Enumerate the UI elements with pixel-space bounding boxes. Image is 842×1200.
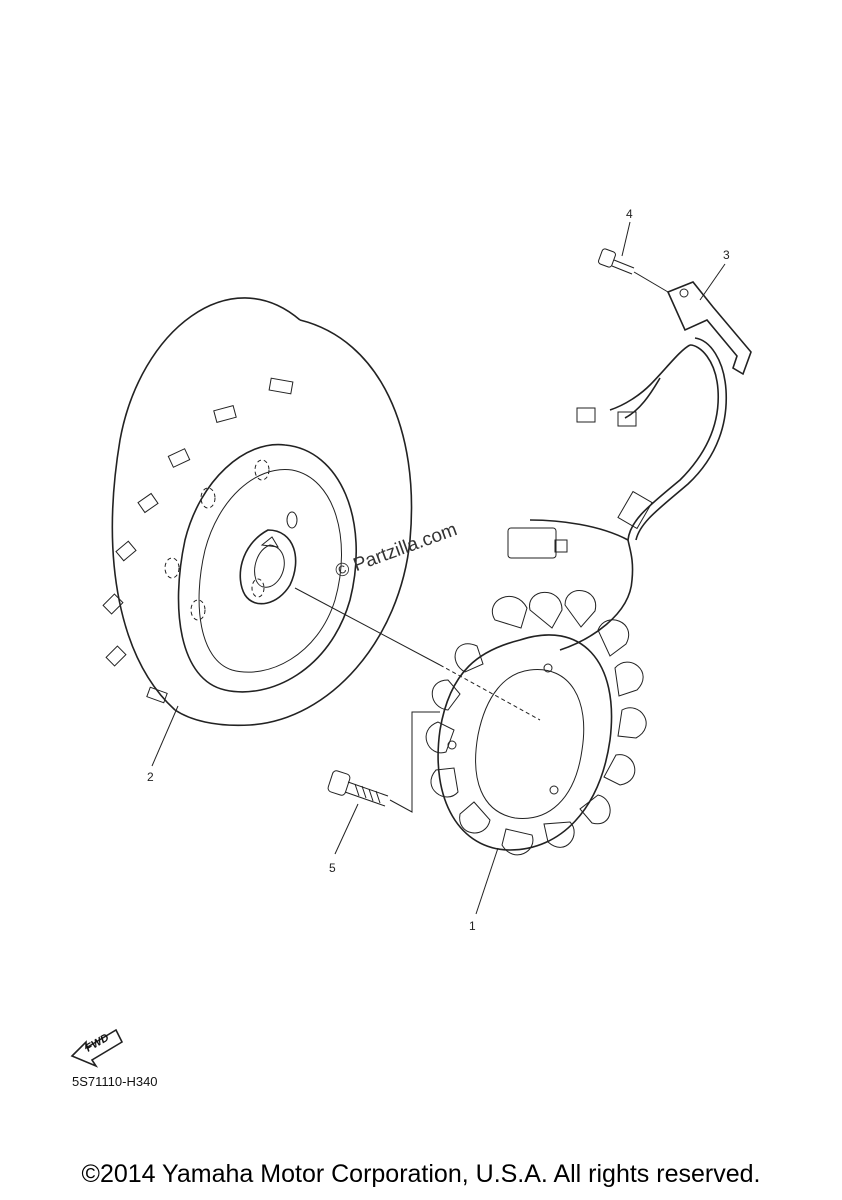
leader-line-1	[475, 847, 499, 915]
wire-clamp[interactable]	[666, 281, 752, 376]
callout-1: 1	[469, 919, 476, 933]
leader-line-5	[334, 803, 359, 855]
assembly-axis-dashed	[439, 664, 541, 721]
leader-line-4	[621, 221, 631, 257]
callout-5: 5	[329, 861, 336, 875]
assembly-axis-line	[294, 587, 441, 666]
leader-line-2	[151, 705, 179, 767]
watermark-text: © Partzilla.com	[333, 519, 460, 583]
bolt-part-5[interactable]	[327, 770, 389, 807]
stator-assembly[interactable]	[425, 539, 647, 856]
fwd-arrow-icon	[70, 1028, 124, 1068]
screw-part-4[interactable]	[598, 248, 635, 275]
callout-4: 4	[626, 207, 633, 221]
leader-line-3	[699, 263, 726, 301]
diagram-code: 5S71110-H340	[72, 1074, 158, 1089]
callout-3: 3	[723, 248, 730, 262]
screw-4-guide-line	[633, 271, 669, 293]
callout-2: 2	[147, 770, 154, 784]
rotor-assembly[interactable]	[102, 297, 413, 727]
copyright-notice: ©2014 Yamaha Motor Corporation, U.S.A. A…	[81, 1160, 761, 1188]
bolt-5-guide-line	[389, 711, 440, 813]
wire-harness[interactable]	[507, 337, 728, 559]
